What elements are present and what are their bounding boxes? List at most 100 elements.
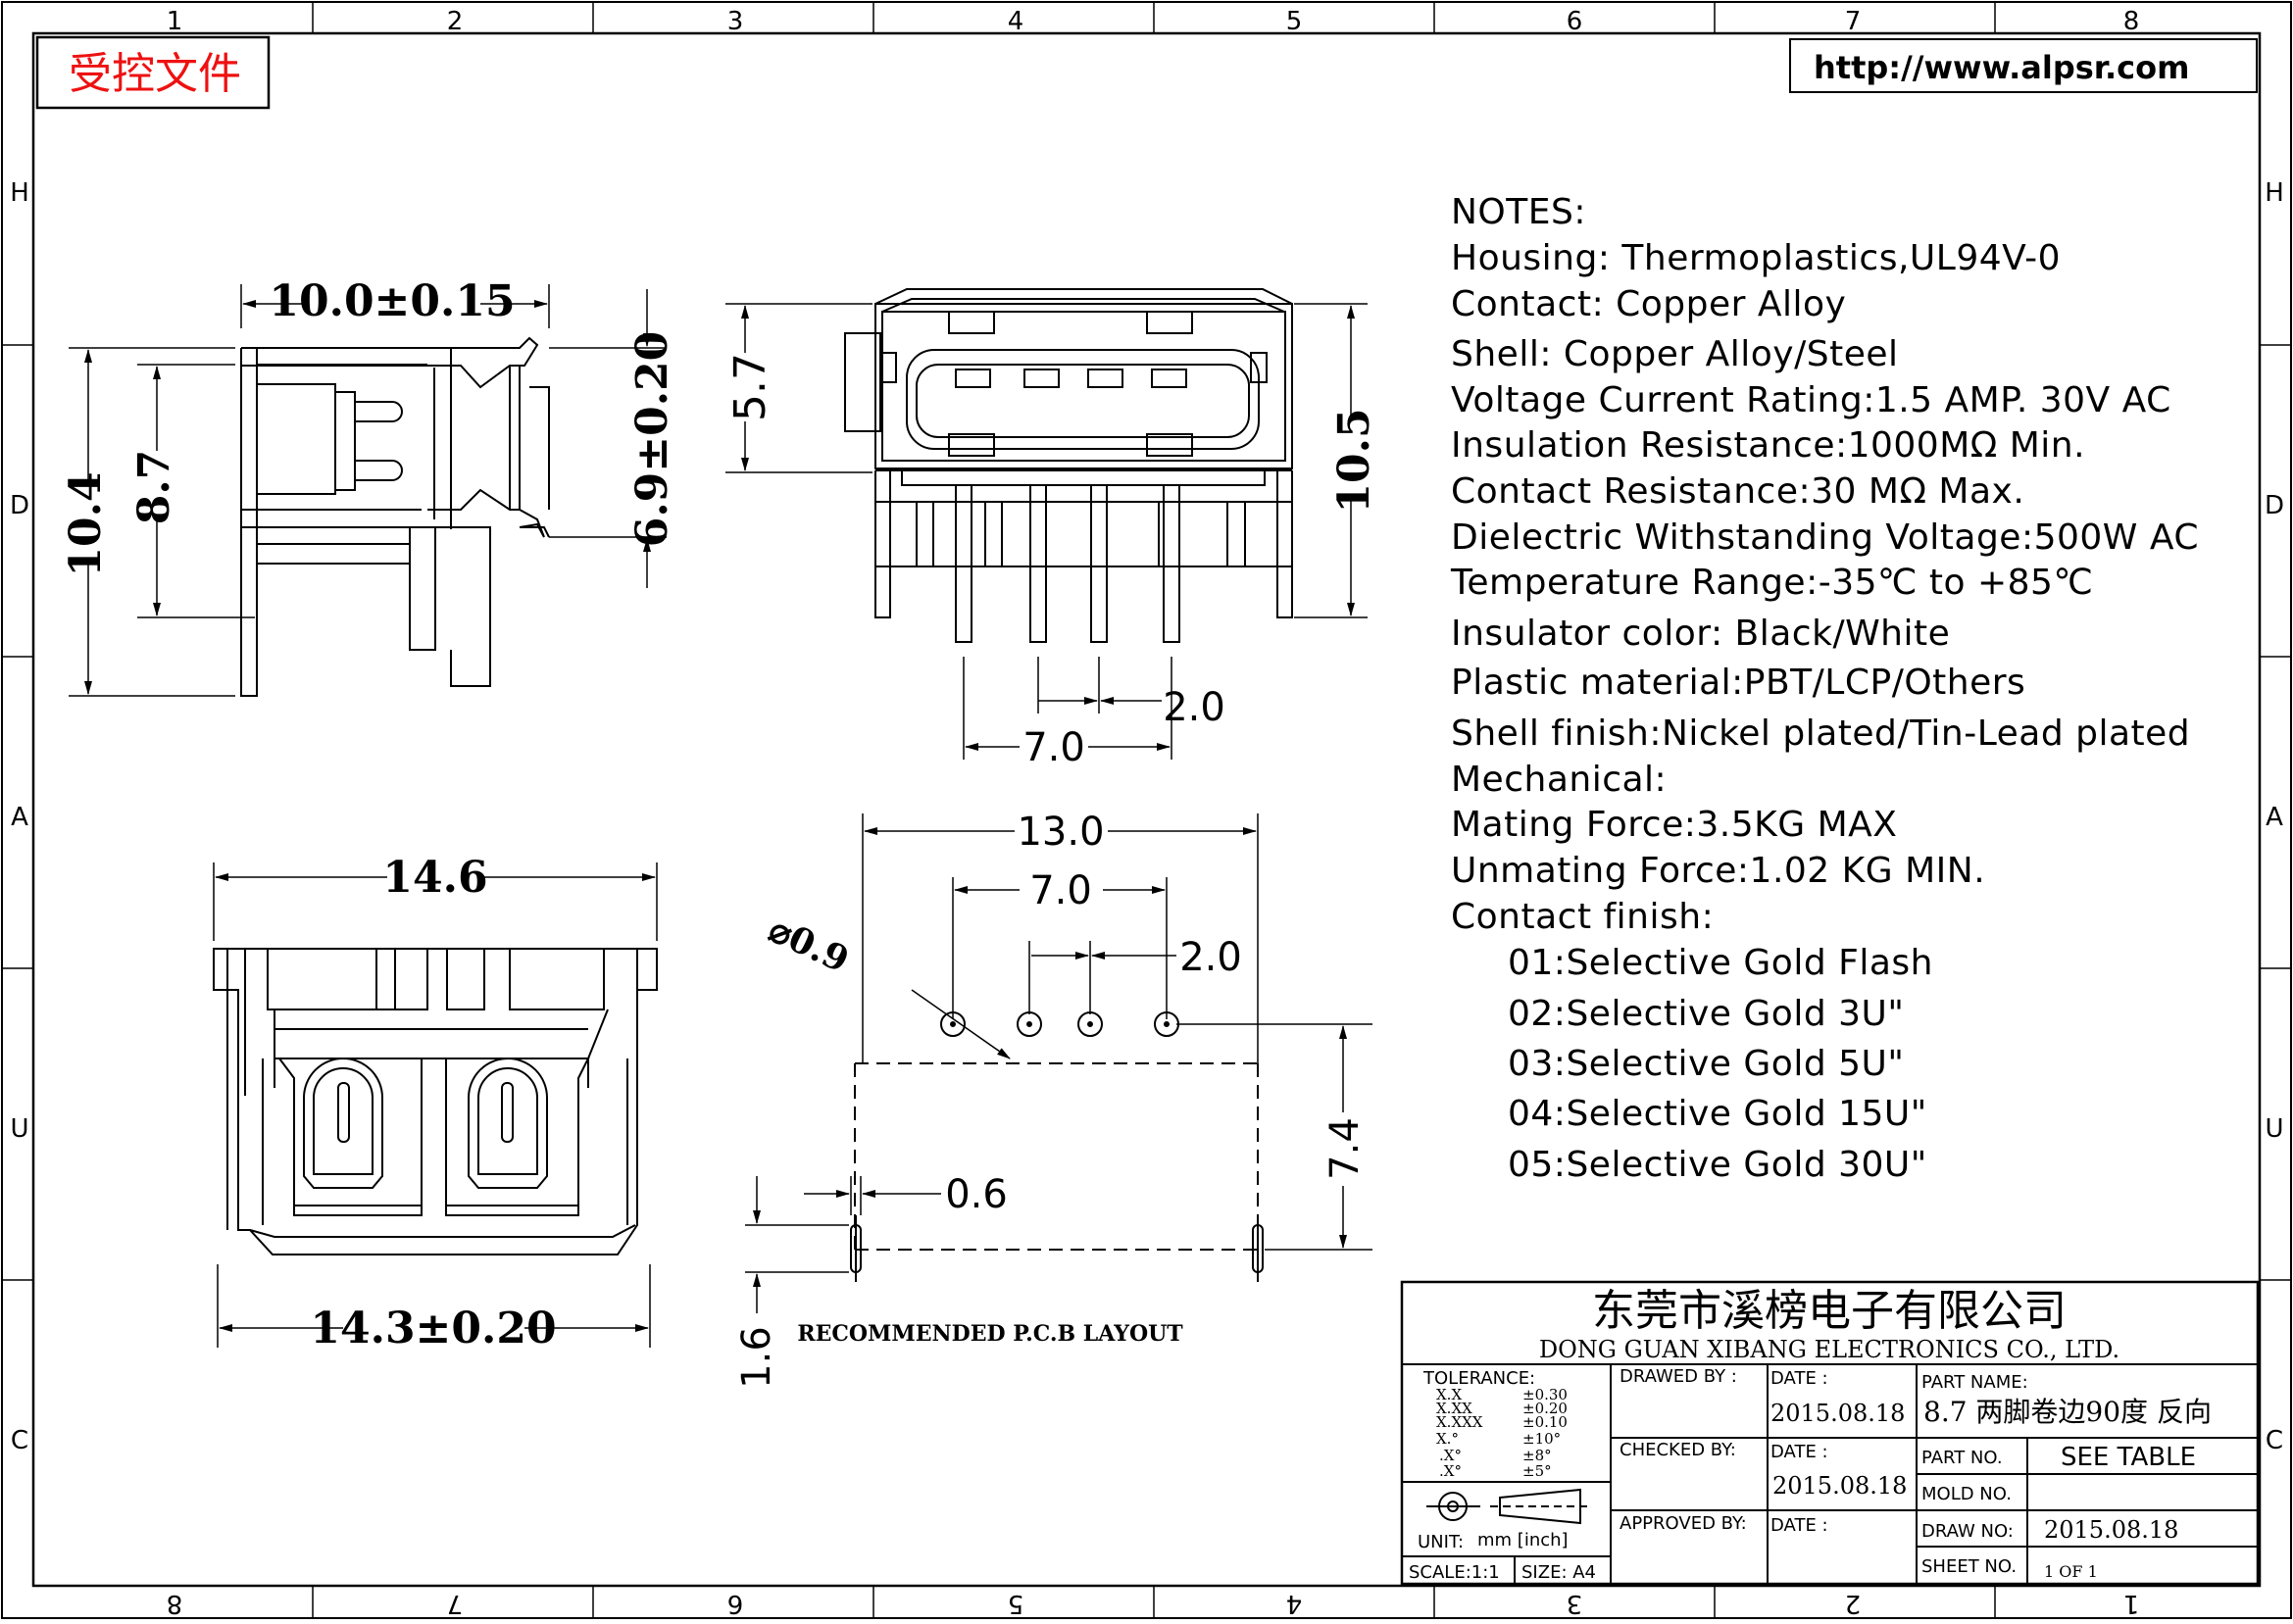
dim-front-total-height: 10.5: [1329, 408, 1379, 513]
bottom-number: 2: [1845, 1589, 1862, 1618]
tolerance-value: ±5°: [1522, 1462, 1552, 1480]
note-line: Housing: Thermoplastics,UL94V-0: [1451, 238, 2061, 278]
note-line: Insulator color: Black/White: [1451, 614, 1950, 654]
part-no-value: SEE TABLE: [2061, 1443, 2196, 1472]
side-view: [240, 336, 550, 697]
dim-pcb-pin-span: 7.0: [1029, 868, 1092, 913]
finish-line: 04:Selective Gold 15U": [1508, 1094, 1927, 1134]
tolerance-value: ±0.20: [1522, 1400, 1568, 1417]
tolerance-format: .X°: [1439, 1447, 1462, 1464]
note-line: Contact: Copper Alloy: [1451, 284, 1846, 324]
dim-pcb-height: 7.4: [1322, 1117, 1368, 1180]
tolerance-label: TOLERANCE:: [1422, 1368, 1535, 1389]
right-letter: A: [2266, 803, 2283, 832]
left-letter: D: [10, 491, 29, 520]
top-number: 1: [167, 7, 183, 36]
note-line: Mechanical:: [1451, 760, 1667, 800]
bottom-number: 1: [2123, 1589, 2140, 1618]
left-letter: C: [11, 1426, 28, 1455]
dim-pcb-slot-length: 1.6: [734, 1326, 779, 1389]
part-no-label: PART NO.: [1921, 1448, 2003, 1468]
drawn-date: 2015.08.18: [1770, 1400, 1905, 1427]
tolerance-format: X.XXX: [1436, 1413, 1483, 1431]
dim-side-width: 10.0±0.15: [269, 276, 515, 326]
pcb-caption: RECOMMENDED P.C.B LAYOUT: [797, 1321, 1183, 1347]
notes-title: NOTES:: [1451, 192, 1586, 232]
note-line: Shell: Copper Alloy/Steel: [1451, 334, 1899, 374]
bottom-number: 6: [727, 1589, 744, 1618]
tolerance-value: ±10°: [1522, 1430, 1561, 1448]
left-letter: H: [10, 178, 29, 208]
tolerance-format: X.XX: [1436, 1400, 1472, 1417]
notes-finish-title: Contact finish:: [1451, 897, 1714, 937]
checked-date: 2015.08.18: [1772, 1472, 1907, 1500]
dim-bottom-base-width: 14.3±0.20: [310, 1304, 556, 1353]
note-line: Insulation Resistance:1000MΩ Min.: [1451, 425, 2085, 466]
top-number: 8: [2123, 7, 2140, 36]
note-line: Shell finish:Nickel plated/Tin-Lead plat…: [1451, 714, 2190, 754]
dim-side-height-inner: 8.7: [129, 450, 179, 525]
title-block: [1400, 1280, 2260, 1586]
company-name-en: DONG GUAN XIBANG ELECTRONICS CO., LTD.: [1539, 1336, 2119, 1363]
right-letter: D: [2265, 491, 2284, 520]
sheet-no-value: 1 OF 1: [2044, 1562, 2098, 1581]
checked-by-label: CHECKED BY:: [1620, 1440, 1736, 1460]
tolerance-value: ±0.10: [1522, 1413, 1568, 1431]
finish-line: 01:Selective Gold Flash: [1508, 943, 1933, 983]
right-letter: H: [2265, 178, 2284, 208]
draw-no-value: 2015.08.18: [2044, 1516, 2178, 1544]
dim-side-shell-height: 6.9±0.20: [627, 331, 677, 548]
bottom-number: 3: [1567, 1589, 1583, 1618]
date-label: DATE :: [1770, 1368, 1828, 1389]
title-block-text: 东莞市溪榜电子有限公司 DONG GUAN XIBANG ELECTRONICS…: [1409, 1286, 2212, 1583]
dim-pcb-pin-pitch: 2.0: [1179, 935, 1242, 980]
dim-pcb-slot-width: 0.6: [945, 1172, 1008, 1217]
side-view-dimensions: [69, 284, 667, 697]
mold-no-label: MOLD NO.: [1921, 1484, 2012, 1504]
tolerance-format: X.X: [1436, 1386, 1462, 1403]
tolerance-format: X.°: [1436, 1430, 1459, 1448]
pcb-layout-dimensions: [745, 813, 1372, 1313]
bottom-number: 8: [167, 1589, 183, 1618]
stamp-text: 受控文件: [69, 49, 241, 99]
note-line: Temperature Range:-35℃ to +85℃: [1450, 563, 2093, 603]
note-line: Dielectric Withstanding Voltage:500W AC: [1451, 517, 2199, 558]
dim-pcb-width: 13.0: [1017, 810, 1104, 855]
date-label: DATE :: [1770, 1515, 1828, 1536]
front-view: [844, 288, 1293, 643]
sheet-no-label: SHEET NO.: [1921, 1556, 2017, 1577]
border-labels: 1 2 3 4 5 6 7 8 8 7 6 5 4 3 2 1 H D A U …: [10, 7, 2284, 1618]
note-line: Contact Resistance:30 MΩ Max.: [1451, 471, 2024, 512]
dim-front-pin-span: 7.0: [1022, 725, 1085, 770]
left-letter: A: [11, 803, 28, 832]
finish-line: 05:Selective Gold 30U": [1508, 1145, 1927, 1185]
website-box: http://www.alpsr.com: [1789, 38, 2258, 93]
controlled-document-stamp: 受控文件: [35, 35, 271, 110]
top-number: 5: [1286, 7, 1303, 36]
finish-line: 02:Selective Gold 3U": [1508, 994, 1904, 1034]
bottom-view-dimensions: [213, 862, 658, 1348]
tolerance-format: .X°: [1439, 1462, 1462, 1480]
notes-block: NOTES: Housing: Thermoplastics,UL94V-0 C…: [1450, 192, 2199, 1185]
note-line: Plastic material:PBT/LCP/Others: [1451, 663, 2025, 703]
right-letter: C: [2266, 1426, 2283, 1455]
bottom-view: [213, 948, 658, 1255]
scale-text: SCALE:1:1: [1409, 1562, 1500, 1583]
note-line: Unmating Force:1.02 KG MIN.: [1451, 851, 1985, 891]
approved-by-label: APPROVED BY:: [1620, 1513, 1747, 1534]
bottom-number: 4: [1286, 1589, 1303, 1618]
note-line: Voltage Current Rating:1.5 AMP. 30V AC: [1451, 380, 2171, 420]
unit-label: UNIT:: [1418, 1532, 1464, 1552]
dim-bottom-top-width: 14.6: [382, 853, 487, 903]
finish-line: 03:Selective Gold 5U": [1508, 1044, 1904, 1084]
part-name-label: PART NAME:: [1921, 1372, 2028, 1393]
tolerance-value: ±0.30: [1522, 1386, 1568, 1403]
top-number: 6: [1567, 7, 1583, 36]
top-number: 4: [1008, 7, 1024, 36]
pcb-layout: [850, 1011, 1264, 1282]
drawn-by-label: DRAWED BY :: [1620, 1366, 1737, 1387]
left-letter: U: [10, 1114, 28, 1144]
bottom-number: 5: [1008, 1589, 1024, 1618]
